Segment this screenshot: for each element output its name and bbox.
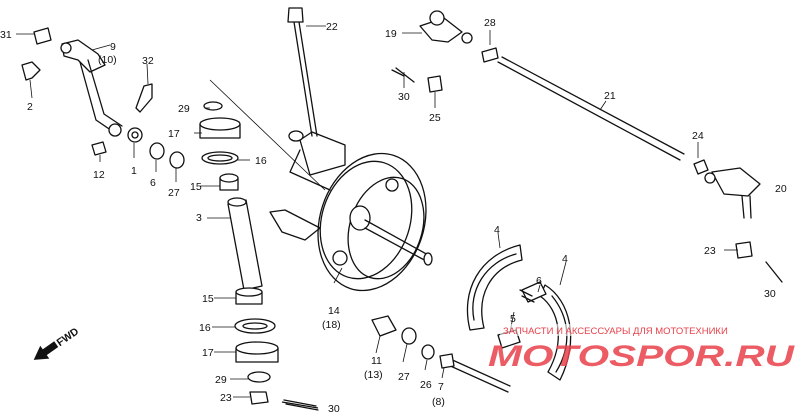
watermark-top-text: ЗАПЧАСТИ И АКСЕССУАРЫ ДЛЯ МОТОТЕХНИКИ: [503, 326, 728, 337]
fwd-arrow: FWD: [33, 325, 82, 360]
callout-11: 11: [371, 355, 382, 367]
reference-line: [209, 79, 326, 191]
callout-4a: 4: [494, 224, 500, 236]
callout-2: 2: [27, 101, 33, 113]
callout-27a: 27: [168, 187, 180, 199]
bottom-parts: [281, 315, 511, 411]
callout-12: 12: [93, 169, 105, 181]
callout-16b: 16: [199, 322, 211, 334]
callout-17a: 17: [168, 128, 180, 140]
callout-10: (10): [98, 54, 117, 66]
callout-29a: 29: [178, 103, 190, 115]
fwd-label: FWD: [55, 325, 82, 349]
callout-6a: 6: [150, 177, 156, 189]
callout-9: 9: [110, 41, 116, 53]
callout-5: 5: [510, 313, 516, 325]
callout-28: 28: [484, 17, 496, 29]
callout-15a: 15: [190, 181, 202, 193]
watermark: ЗАПЧАСТИ И АКСЕССУАРЫ ДЛЯ МОТОТЕХНИКИ MO…: [488, 324, 796, 373]
callout-30b: 30: [398, 91, 410, 103]
callout-31: 31: [0, 29, 12, 41]
callout-32: 32: [142, 55, 154, 67]
tie-rod: [395, 10, 783, 283]
callout-26: 26: [420, 379, 432, 391]
callout-21: 21: [604, 90, 616, 102]
callout-20: 20: [775, 183, 787, 195]
callouts: 31 9 (10) 32 2 12 1 6 27 29 17 16 15 3 1…: [0, 17, 787, 415]
callout-24: 24: [692, 130, 704, 142]
callout-6b: 6: [536, 275, 542, 287]
callout-23b: 23: [704, 245, 716, 257]
callout-17b: 17: [202, 347, 214, 359]
callout-15b: 15: [202, 293, 214, 305]
callout-29b: 29: [215, 374, 227, 386]
brake-drum: [269, 130, 433, 292]
bolt-22: [287, 7, 318, 137]
callout-14: 14: [328, 305, 340, 317]
callout-8: (8): [432, 396, 445, 408]
callout-7: 7: [438, 381, 444, 393]
brake-arm: [21, 27, 185, 169]
callout-18: (18): [322, 319, 341, 331]
callout-22: 22: [326, 21, 338, 33]
callout-1: 1: [131, 165, 137, 177]
callout-19: 19: [385, 28, 397, 40]
bolt-30a: [391, 69, 405, 77]
callout-27b: 27: [398, 371, 410, 383]
watermark-brand-text: MOTOSPOR.RU: [488, 340, 796, 373]
callout-4b: 4: [562, 253, 568, 265]
callout-13: (13): [364, 369, 383, 381]
callout-16a: 16: [255, 155, 267, 167]
callout-23a: 23: [220, 392, 232, 404]
callout-30a: 30: [328, 403, 340, 415]
callout-3: 3: [196, 212, 202, 224]
leader-lines: [16, 25, 738, 398]
steering-stack: [199, 101, 279, 405]
callout-25: 25: [429, 112, 441, 124]
callout-30c: 30: [764, 288, 776, 300]
